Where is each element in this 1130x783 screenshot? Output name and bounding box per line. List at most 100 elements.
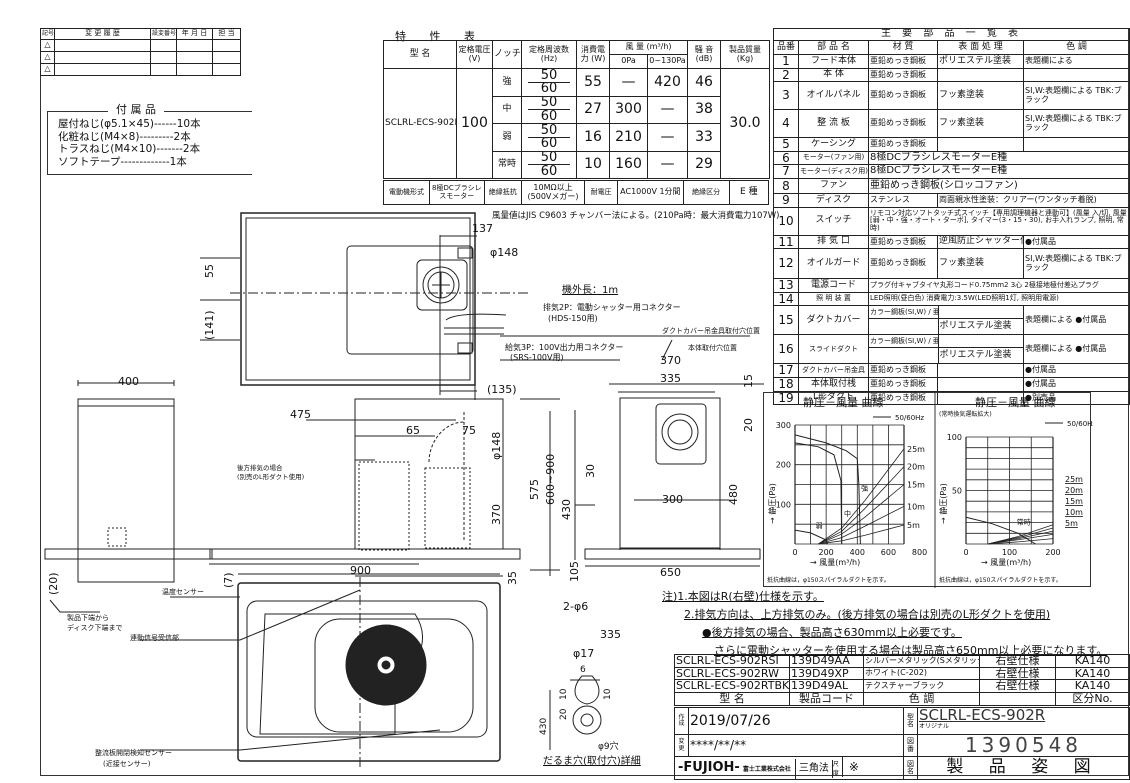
col-130pa: 0~130Pa <box>647 54 688 69</box>
spec-noise: 38 <box>687 95 721 124</box>
resistance-label: 5m <box>1065 519 1078 528</box>
x-tick-label: 0 <box>792 548 797 557</box>
x-tick-label: 100 <box>1002 548 1017 557</box>
dim-10b: 10 <box>603 688 613 700</box>
side-view <box>77 398 175 583</box>
spec-table: 型 名定格電圧 (V)ノッチ定格周波数 (Hz)消費電力 (W)風 量 (m³/… <box>383 40 770 179</box>
dim-335-detail: 335 <box>600 628 621 641</box>
variant-cell: テクスチャーブラック <box>863 679 980 693</box>
fan-curve <box>794 442 843 545</box>
y-tick-label: 200 <box>776 461 791 470</box>
keyhole-detail-label: だるま穴(取付穴)詳細 <box>543 754 641 767</box>
parts-header: 品番 <box>773 40 799 55</box>
freq-60: 60 <box>540 82 558 96</box>
disk-note-label: 製品下端から <box>67 613 109 622</box>
spec-voltage: 100 <box>456 68 493 179</box>
baffle-sensor-sub: (近接センサー) <box>103 759 151 768</box>
variant-cell: 139D49XP <box>789 666 864 681</box>
part-surface: フッ素塗装 <box>937 248 1024 280</box>
part-name: 整 流 板 <box>798 109 869 139</box>
part-name: スイッチ <box>798 206 869 236</box>
dim-575: 575 <box>528 479 541 500</box>
variant-row: SCLRL-ECS-902RSI139D49AAシルバーメタリック(Sメタリック… <box>674 654 1130 668</box>
right-view <box>619 397 721 549</box>
dim-20-detail: 20 <box>559 708 569 720</box>
x-axis-label: → 風量(m³/h) <box>981 558 1031 567</box>
dim-370: 370 <box>490 504 503 525</box>
spec-note: 風量値はJIS C9603 チャンバー法による。(210Pa時：最大消費電力10… <box>492 211 780 221</box>
spec-power: 27 <box>576 95 610 124</box>
accessory-item: 化粧ねじ(M4×8)---------2本 <box>58 130 191 143</box>
changed-label: 変更 <box>674 734 689 757</box>
dim-7: (7) <box>222 572 235 588</box>
spec-airflow-0pa: 300 <box>609 95 648 124</box>
dim-430: 430 <box>560 499 573 520</box>
scale-label: 尺度 <box>831 759 842 778</box>
part-color: SI,W:表題欄による TBK:ブラック <box>1022 81 1130 111</box>
withstand-label: 耐電圧 <box>584 180 619 205</box>
freq-50: 50 <box>528 69 570 83</box>
resistance-label: 15m <box>907 481 925 490</box>
rear-exhaust-label: 後方排気の場合 <box>237 463 283 472</box>
disk-note-label-2: ディスク下端まで <box>67 623 123 632</box>
x-tick-label: 400 <box>850 548 865 557</box>
note-1: 注)1.本図はR(右壁)仕様を示す。 <box>662 590 824 603</box>
resistance-label: 25m <box>1065 475 1083 484</box>
resistance-label: 10m <box>1065 508 1083 517</box>
dim-141: (141) <box>203 310 216 340</box>
part-surface: ポリエステル塗装 <box>939 321 1012 332</box>
drawing-name: 製 品 姿 図 <box>917 756 1130 780</box>
freq-60: 60 <box>540 164 558 178</box>
fan-curve <box>794 434 861 545</box>
part-material: 亜鉛めっき鋼板 <box>868 248 938 280</box>
dim-135: (135) <box>487 383 517 396</box>
variant-header: 区分No. <box>1055 691 1130 706</box>
part-material: 亜鉛めっき鋼板 <box>868 81 938 111</box>
dim-650: 650 <box>660 566 681 579</box>
baffle-sensor-label: 整流板開閉検知センサー <box>95 748 172 757</box>
drawing-no-label: 図番 <box>903 734 918 757</box>
variant-cell: SCLRL-ECS-902RSI <box>674 654 790 668</box>
freq-60: 60 <box>540 137 558 151</box>
dim-phi148-front: φ148 <box>490 432 503 460</box>
spec-power: 55 <box>576 68 610 97</box>
dim-phi9: φ9穴 <box>598 740 619 752</box>
spec-notch: 弱 <box>492 123 522 152</box>
part-color: 表題欄による ●付属品 <box>1022 334 1130 365</box>
variant-cell: 139D49AL <box>789 679 864 693</box>
connector-2p-sub: (HDS-150用) <box>548 314 598 323</box>
revision-table: 記号変 更 履 歴設変番号年 月 日担 当 △ △ △ <box>40 28 241 76</box>
x-axis-label: → 風量(m³/h) <box>810 558 860 567</box>
spec-airflow-0pa: — <box>609 68 648 97</box>
variant-cell: SCLRL-ECS-902RTBK <box>674 679 790 693</box>
variant-cell: SCLRL-ECS-902RW <box>674 666 790 681</box>
legend-label: 50/60Hz <box>1067 420 1093 428</box>
temp-sensor-label: 温度センサー <box>162 587 204 596</box>
legend-label: 50/60Hz <box>895 414 924 422</box>
dim-370-right: 370 <box>660 354 681 367</box>
dim-335-right: 335 <box>660 372 681 385</box>
resistance-label: 25m <box>907 445 925 454</box>
part-surface: フッ素塗装 <box>937 109 1024 139</box>
dim-2-phi6: 2-φ6 <box>563 600 588 613</box>
resistance-label: 10m <box>907 502 925 511</box>
chart-panel <box>763 392 1091 587</box>
fan-curve-label: 中 <box>844 509 851 518</box>
resistance-label: 15m <box>1065 497 1083 506</box>
part-material: 亜鉛めっき鋼板(シロッコファン) <box>867 177 1130 194</box>
signal-receiver-label: 連動信号受信部 <box>130 633 179 642</box>
